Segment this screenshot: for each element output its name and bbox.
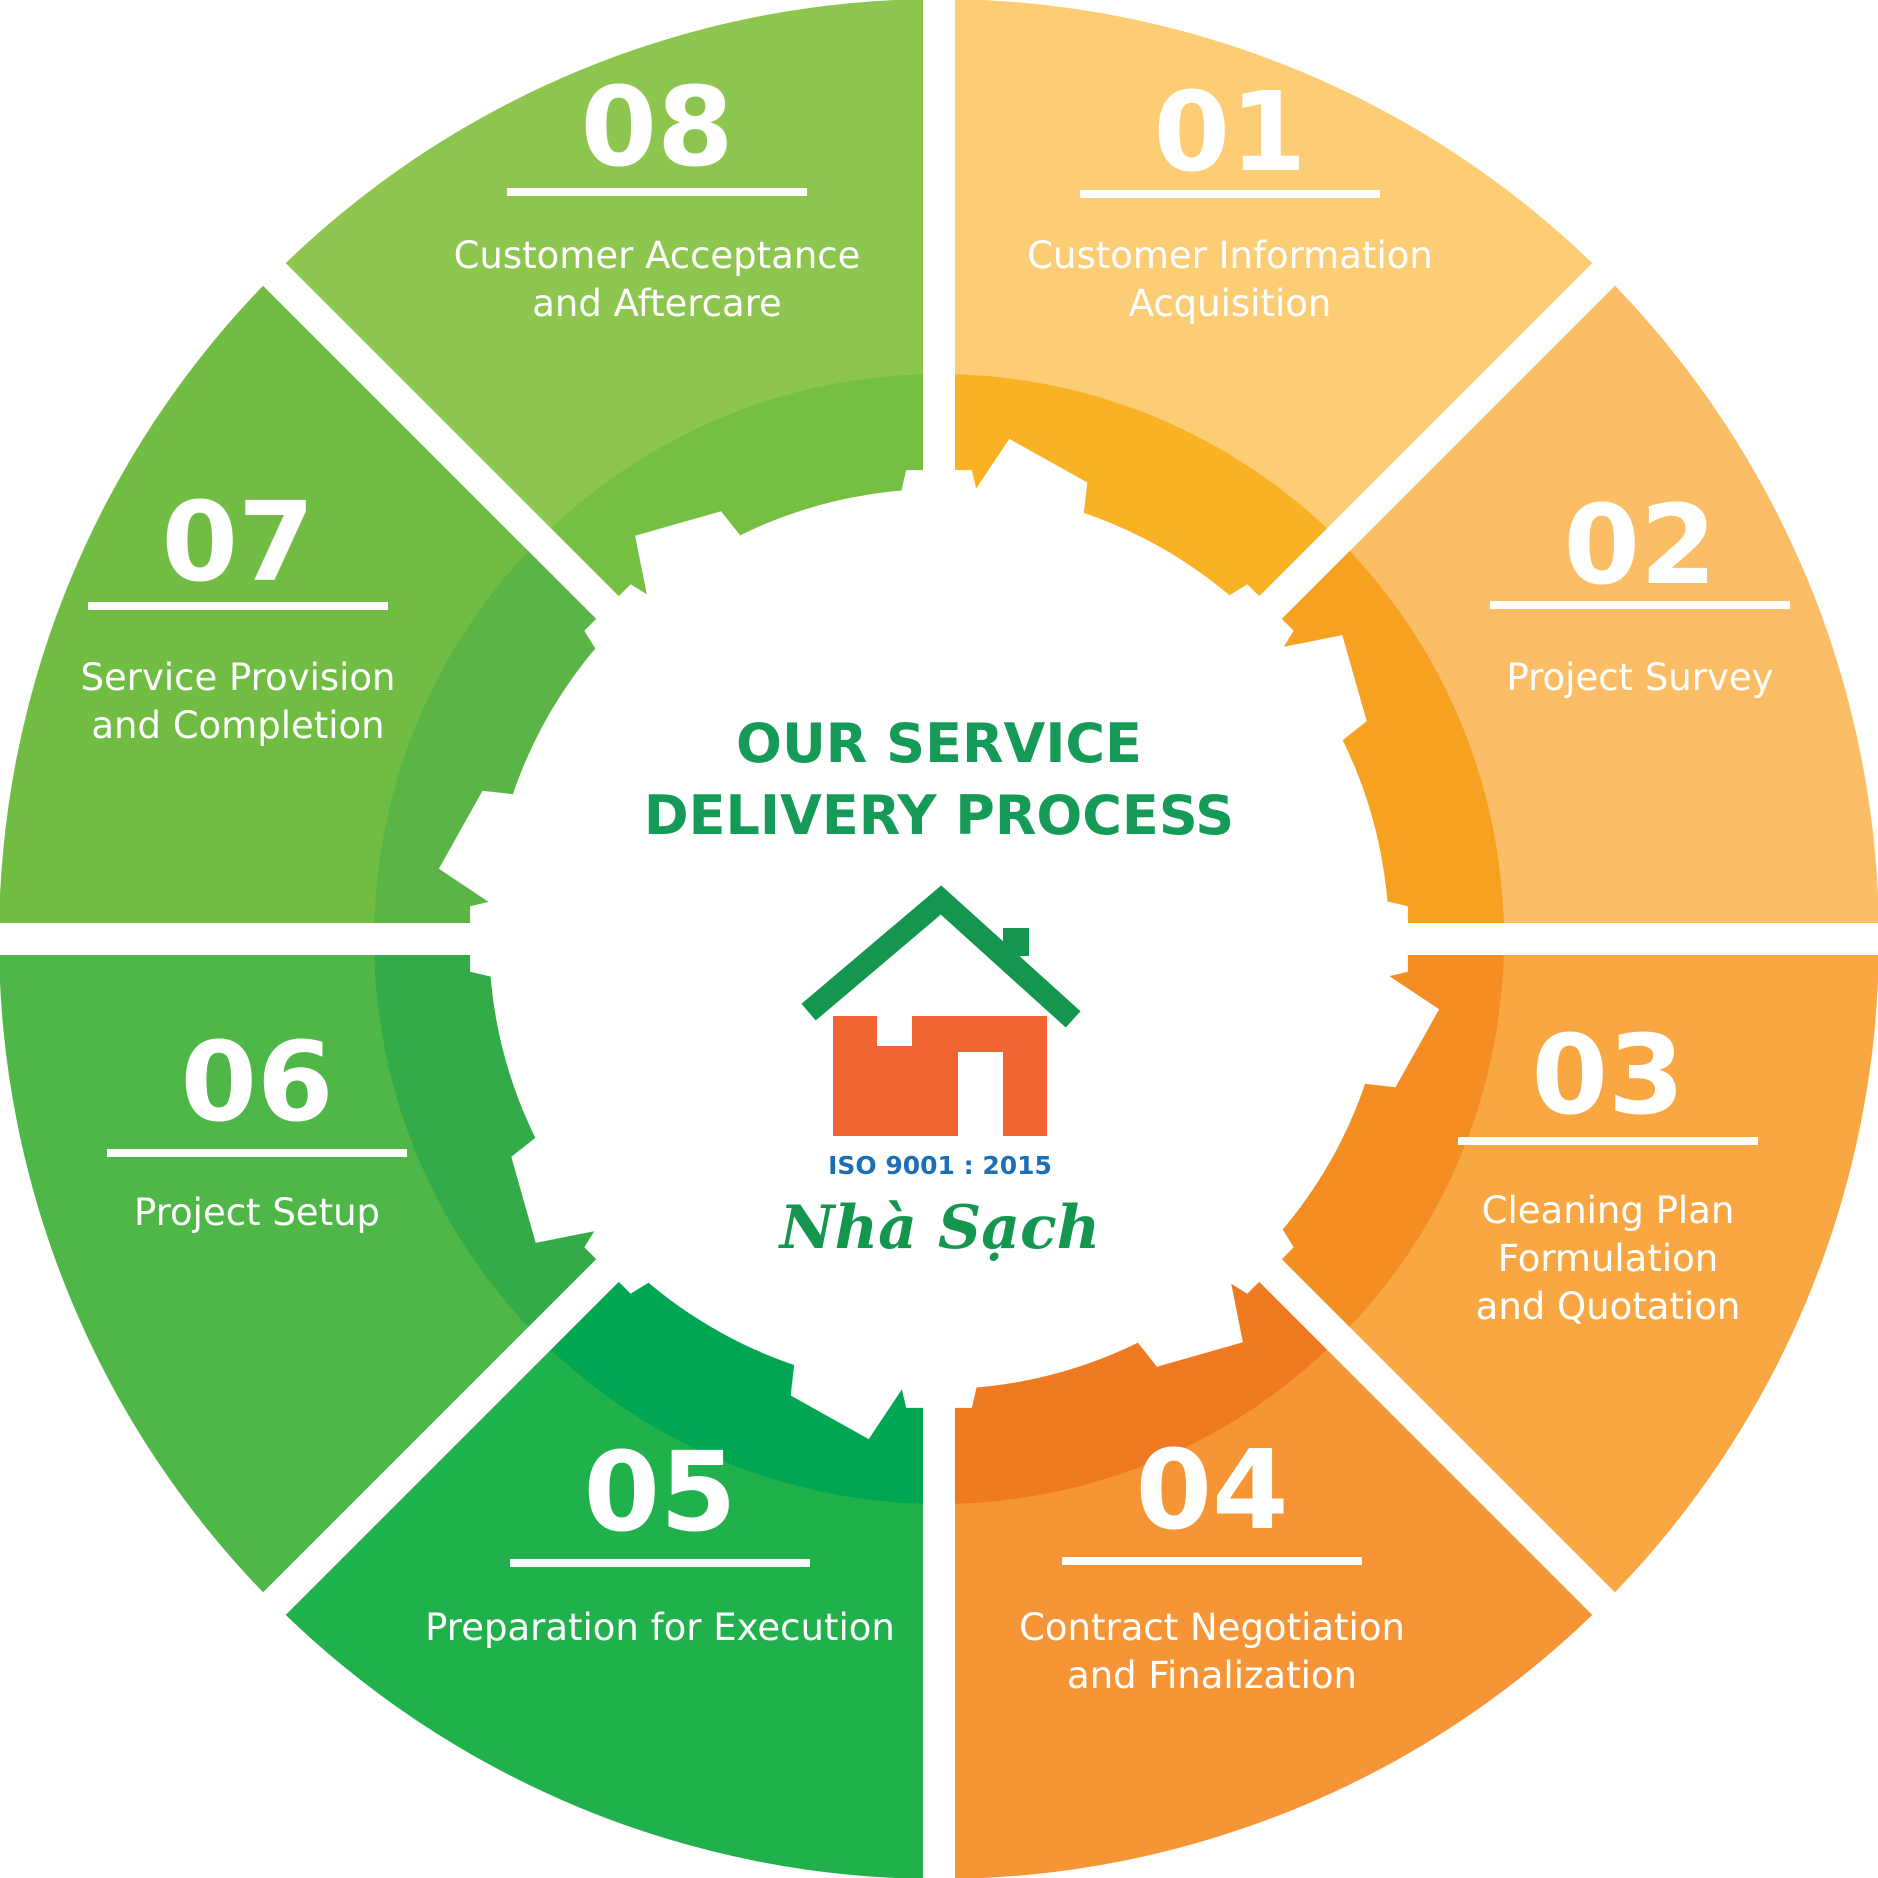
gear-arrow-notch xyxy=(790,1356,909,1440)
title-line-1: OUR SERVICE xyxy=(736,712,1142,775)
step-01-label: Customer Information xyxy=(1027,234,1433,277)
gear-tooth xyxy=(900,470,978,496)
gear-arrow-notch xyxy=(1132,1272,1243,1367)
step-01-number: 01 xyxy=(1153,68,1306,196)
gear-tooth xyxy=(470,900,496,978)
step-06-underline xyxy=(107,1149,407,1157)
step-08-label: Customer Acceptance xyxy=(454,234,861,277)
step-02-underline xyxy=(1490,601,1790,609)
step-05-label: Preparation for Execution xyxy=(425,1606,895,1649)
step-04-underline xyxy=(1062,1557,1362,1565)
step-08-underline xyxy=(507,188,807,196)
gear-arrow-notch xyxy=(511,1132,606,1243)
step-05-underline xyxy=(510,1559,810,1567)
step-02-label: Project Survey xyxy=(1506,656,1773,699)
step-08-label: and Aftercare xyxy=(532,282,782,325)
gear-arrow-notch xyxy=(438,790,522,909)
step-04-label: Contract Negotiation xyxy=(1019,1606,1405,1649)
gear-arrow-notch xyxy=(635,511,746,606)
brand-name: Nhà Sạch xyxy=(778,1193,1101,1263)
step-06-number: 06 xyxy=(180,1018,333,1146)
step-03-underline xyxy=(1458,1137,1758,1145)
step-05-number: 05 xyxy=(583,1428,736,1556)
gear-arrow-notch xyxy=(1272,635,1367,746)
step-04-number: 04 xyxy=(1135,1426,1288,1554)
gear-arrow-notch xyxy=(1356,969,1440,1088)
step-07-label: Service Provision xyxy=(80,656,395,699)
step-03-label: and Quotation xyxy=(1476,1285,1741,1328)
title-line-2: DELIVERY PROCESS xyxy=(644,784,1234,847)
step-01-label: Acquisition xyxy=(1129,282,1332,325)
gear-tooth xyxy=(584,584,653,653)
gear-tooth xyxy=(1225,1225,1294,1294)
gear-tooth xyxy=(1382,900,1408,978)
house-logo-icon xyxy=(801,885,1081,1136)
gear-hub xyxy=(438,438,1440,1440)
step-08-number: 08 xyxy=(580,63,733,191)
gear-center xyxy=(489,489,1389,1389)
step-01-underline xyxy=(1080,190,1380,198)
step-03-label: Formulation xyxy=(1498,1237,1718,1280)
gear-arrow-notch xyxy=(969,438,1088,522)
gear-tooth xyxy=(584,1225,653,1294)
step-06-label: Project Setup xyxy=(134,1191,380,1234)
step-03-number: 03 xyxy=(1531,1011,1684,1139)
step-02-number: 02 xyxy=(1563,481,1716,609)
step-03-label: Cleaning Plan xyxy=(1482,1189,1735,1232)
step-04-label: and Finalization xyxy=(1067,1654,1357,1697)
iso-certification: ISO 9001 : 2015 xyxy=(828,1151,1052,1180)
step-07-label: and Completion xyxy=(91,704,384,747)
gear-tooth xyxy=(900,1382,978,1408)
gear-tooth xyxy=(1225,584,1294,653)
step-07-number: 07 xyxy=(161,478,314,606)
step-07-underline xyxy=(88,602,388,610)
